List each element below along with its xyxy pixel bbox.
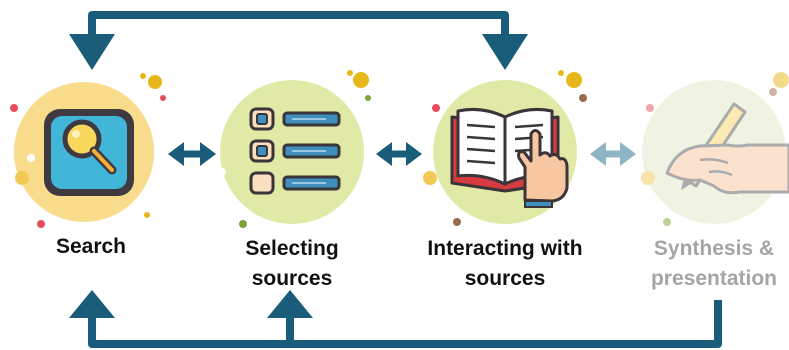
decor-dots [10, 73, 166, 228]
top-feedback-arrow [69, 11, 528, 70]
connector-selecting-interacting [376, 142, 422, 166]
step-selecting-sources [218, 70, 371, 228]
step-label-line: Synthesis & [653, 237, 775, 260]
step-label-search: Search [31, 232, 151, 262]
open-book-icon [450, 108, 569, 208]
magnifier-icon [44, 109, 134, 196]
step-label-line: Selecting [245, 237, 339, 260]
step-interacting-with-sources [423, 70, 587, 226]
step-search [10, 73, 166, 228]
writing-hand-icon [665, 102, 789, 195]
bottom-feedback-arrow [69, 290, 722, 348]
step-label-interacting-with-sources: Interacting with sources [410, 234, 600, 294]
decor-dots [218, 70, 371, 228]
step-label-line: presentation [650, 267, 778, 290]
step-label-selecting-sources: Selecting sources [219, 234, 365, 294]
step-label-line: sources [464, 267, 546, 290]
decor-dots [641, 72, 789, 226]
connector-search-selecting [168, 142, 216, 166]
step-synthesis-presentation [641, 72, 789, 226]
step-label-synthesis-presentation: Synthesis & presentation [640, 234, 788, 294]
step-label-line: sources [251, 267, 333, 290]
checklist-icon [249, 107, 341, 195]
pointing-hand-icon [517, 129, 569, 208]
step-label-line: Search [55, 235, 127, 258]
connector-interacting-synthesis [590, 142, 636, 166]
decor-dots [423, 70, 587, 226]
step-label-line: Interacting with [427, 237, 583, 260]
